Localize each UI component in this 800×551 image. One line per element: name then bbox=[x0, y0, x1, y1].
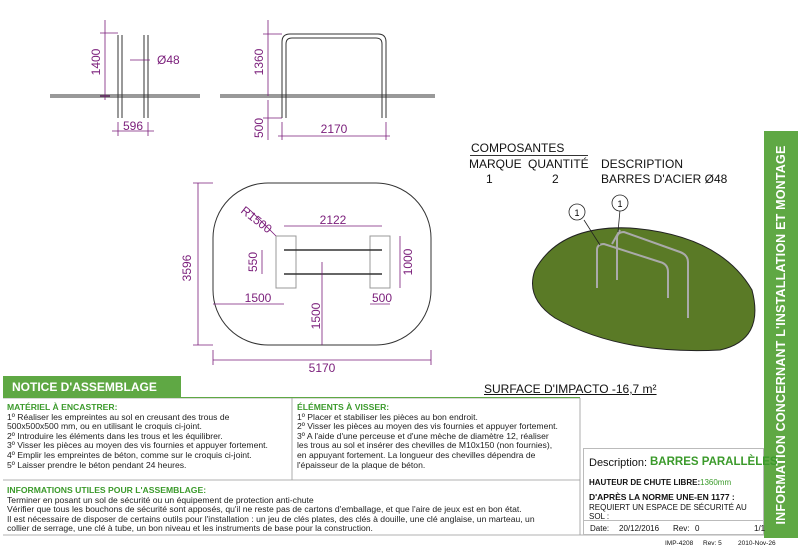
chute-label: HAUTEUR DE CHUTE LIBRE: bbox=[589, 478, 701, 487]
components-row-desc: BARRES D'ACIER Ø48 bbox=[601, 172, 728, 186]
components-title-underline bbox=[470, 155, 588, 156]
elements-line: les trous au sol et insérer des cheville… bbox=[297, 440, 553, 451]
dim-block: 1000 bbox=[401, 248, 415, 275]
footer-rev: Rev: 5 bbox=[703, 540, 722, 547]
chute-value: 1360mm bbox=[700, 478, 732, 487]
surface-label: SURFACE D'IMPACTO -16,7 m² bbox=[484, 382, 657, 396]
infos-line: Terminer en posant un sol de sécurité ou… bbox=[7, 494, 314, 505]
dim-diameter: Ø48 bbox=[157, 53, 180, 67]
dim-inner-length: 2122 bbox=[320, 213, 347, 227]
elements-line: en appuyant fortement. La longueur des c… bbox=[297, 449, 536, 460]
elements-line: 3º A l'aide d'une perceuse et d'une mèch… bbox=[297, 430, 549, 441]
dim-height-right: 1360 bbox=[252, 48, 266, 75]
dim-depth: 500 bbox=[252, 118, 266, 138]
description-value: BARRES PARALLÈLES bbox=[650, 456, 778, 468]
footer-date: 2010-Nov-26 bbox=[738, 540, 776, 547]
materiel-line: 500x500x500 mm, ou en utilisant le croqu… bbox=[7, 421, 202, 432]
materiel-line: 4º Emplir les empreintes de béton, comme… bbox=[7, 449, 252, 460]
side-elevation bbox=[50, 35, 200, 118]
dim-width-left: 596 bbox=[123, 119, 143, 133]
dim-spacing: 550 bbox=[246, 252, 260, 272]
dim-height-left: 1400 bbox=[89, 48, 103, 75]
norme-text: REQUIERT UN ESPACE DE SÉCURITÉ AU SOL : bbox=[589, 503, 747, 521]
materiel-title: MATÉRIEL À ENCASTRER: bbox=[7, 402, 118, 412]
notice-title: NOTICE D'ASSEMBLAGE bbox=[3, 376, 181, 398]
components-header-qty: QUANTITÉ bbox=[528, 157, 589, 171]
components-header-desc: DESCRIPTION bbox=[601, 157, 684, 171]
elements-line: 2º Visser les pièces au moyen des vis fo… bbox=[297, 421, 558, 432]
components-row-brand: 1 bbox=[486, 172, 493, 186]
render-3d: 1 1 bbox=[532, 194, 756, 352]
footer-code: IMP-4208 bbox=[665, 540, 694, 547]
dim-plan-length: 5170 bbox=[309, 361, 336, 375]
materiel-line: 3º Visser les pièces au moyen des vis fo… bbox=[7, 440, 268, 451]
materiel-line: 5º Laisser prendre le béton pendant 24 h… bbox=[7, 459, 187, 470]
page-number: 1/1 bbox=[754, 524, 766, 533]
materiel-panel: MATÉRIEL À ENCASTRER: 1º Réaliser les em… bbox=[7, 402, 289, 470]
info-box bbox=[583, 448, 764, 535]
components-header-brand: MARQUE bbox=[469, 157, 522, 171]
dim-radius: R1500 bbox=[238, 203, 275, 236]
dim-offset-bottom: 1500 bbox=[309, 302, 323, 329]
rev-label: Rev: bbox=[673, 524, 690, 533]
plan-view bbox=[212, 182, 432, 346]
date-label: Date: bbox=[590, 524, 610, 533]
elements-line: 1º Placer et stabiliser les pièces au bo… bbox=[297, 411, 478, 422]
front-elevation bbox=[220, 33, 435, 118]
elements-line: l'épaisseur de la plaque de béton. bbox=[297, 459, 426, 470]
info-box-divider bbox=[583, 520, 764, 521]
materiel-line: 1º Réaliser les empreintes au sol en cre… bbox=[7, 411, 230, 422]
norme-title: D'APRÈS LA NORME UNE-EN 1177 : bbox=[589, 492, 735, 502]
infos-panel: INFORMATIONS UTILES POUR L'ASSEMBLAGE: T… bbox=[7, 485, 577, 534]
components-title: COMPOSANTES bbox=[471, 141, 565, 155]
components-row-qty: 2 bbox=[552, 172, 559, 186]
notice-rule bbox=[181, 397, 580, 398]
dim-block-width: 500 bbox=[372, 291, 392, 305]
materiel-line: 2º Introduire les éléments dans les trou… bbox=[7, 430, 223, 441]
callout-1: 1 bbox=[574, 208, 579, 218]
rev-value: 0 bbox=[695, 524, 700, 533]
infos-title: INFORMATIONS UTILES POUR L'ASSEMBLAGE: bbox=[7, 485, 207, 495]
infos-line: Vérifier que tous les bouchons de sécuri… bbox=[7, 504, 522, 515]
infos-line: collier de serrage, une clé à tube, un b… bbox=[7, 523, 373, 534]
infos-line: Il est nécessaire de disposer de certain… bbox=[7, 513, 535, 524]
callout-2: 1 bbox=[617, 199, 622, 209]
dim-offset-left: 1500 bbox=[245, 291, 272, 305]
dim-width-right: 2170 bbox=[321, 122, 348, 136]
sidebar-banner: INFORMATION CONCERNANT L'INSTALLATION ET… bbox=[764, 131, 798, 538]
elements-panel: ÉLÉMENTS À VISSER: 1º Placer et stabilis… bbox=[297, 402, 579, 470]
date-value: 20/12/2016 bbox=[619, 524, 660, 533]
elements-title: ÉLÉMENTS À VISSER: bbox=[297, 402, 390, 412]
description-label: Description: bbox=[589, 457, 648, 469]
dim-plan-width: 3596 bbox=[180, 254, 194, 281]
